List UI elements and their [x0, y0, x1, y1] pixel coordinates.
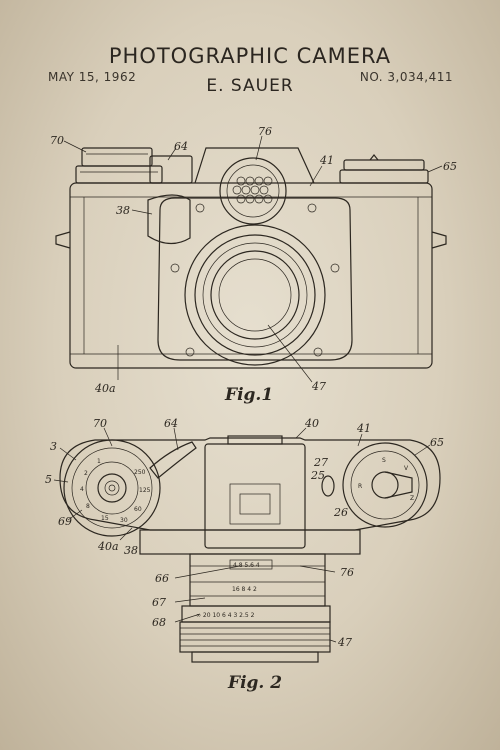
- fig1-caption: Fig.1: [224, 385, 273, 405]
- svg-text:15: 15: [101, 515, 109, 522]
- svg-text:60: 60: [134, 506, 142, 513]
- fig1-ref-64: 64: [174, 140, 188, 153]
- fig2-ref-41: 41: [356, 422, 371, 435]
- fig2-ref-76: 76: [340, 566, 354, 579]
- fig1-ref-47: 47: [311, 380, 326, 393]
- fig2-ref-5: 5: [45, 473, 52, 486]
- fig2-ref-3: 3: [50, 440, 57, 453]
- fig2-caption: Fig. 2: [227, 673, 282, 693]
- fig1-ref-40a: 40a: [94, 382, 116, 395]
- svg-text:250: 250: [134, 469, 146, 476]
- fig2-ref-27: 27: [313, 456, 328, 469]
- fig2-ref-67: 67: [152, 596, 166, 609]
- fig1-ref-65: 65: [443, 160, 457, 173]
- svg-text:V: V: [404, 465, 409, 472]
- knurled-ring: [180, 627, 330, 647]
- fig1-ref-38: 38: [116, 204, 130, 217]
- fig2-ref-40: 40: [304, 417, 319, 430]
- fig2-ref-25: 25: [310, 469, 325, 482]
- svg-text:30: 30: [120, 517, 128, 524]
- fig2-ref-65: 65: [430, 436, 444, 449]
- fig2-ref-64: 64: [164, 417, 178, 430]
- fig2-ref-40a: 40a: [97, 540, 119, 553]
- fig2-ref-68: 68: [152, 616, 166, 629]
- patent-number: NO. 3,034,411: [359, 70, 453, 84]
- svg-text:Z: Z: [410, 495, 414, 502]
- svg-text:4 8 5.6 4: 4 8 5.6 4: [233, 562, 260, 569]
- fig1-ref-70: 70: [50, 134, 64, 147]
- fig2-ref-69: 69: [58, 515, 72, 528]
- svg-text:125: 125: [139, 487, 151, 494]
- fig2-top-view: 1 2 4 8 15 30 60 125 250 S R V Z: [53, 427, 441, 663]
- fig2-ref-38: 38: [124, 544, 138, 557]
- fig2-ref-26: 26: [333, 506, 348, 519]
- fig1-ref-76: 76: [258, 125, 272, 138]
- svg-text:2: 2: [84, 470, 88, 477]
- svg-text:∞ 20 10 6 4 3 2.5 2: ∞ 20 10 6 4 3 2.5 2: [196, 612, 255, 619]
- meter-cell-grid: [232, 176, 273, 204]
- svg-text:4: 4: [80, 486, 84, 493]
- fig2-ref-47: 47: [337, 636, 352, 649]
- patent-inventor: E. SAUER: [206, 76, 294, 96]
- fig1-front-view: [55, 135, 447, 383]
- fig2-ref-66: 66: [155, 572, 169, 585]
- fig2-ref-70: 70: [93, 417, 107, 430]
- svg-text:16 8 4 2: 16 8 4 2: [232, 586, 257, 593]
- svg-text:S: S: [382, 457, 386, 464]
- svg-text:8: 8: [86, 503, 90, 510]
- patent-date: MAY 15, 1962: [48, 70, 137, 84]
- svg-text:1: 1: [97, 458, 101, 465]
- fig1-ref-41: 41: [319, 154, 334, 167]
- patent-title: PHOTOGRAPHIC CAMERA: [108, 44, 392, 68]
- svg-text:R: R: [358, 483, 362, 490]
